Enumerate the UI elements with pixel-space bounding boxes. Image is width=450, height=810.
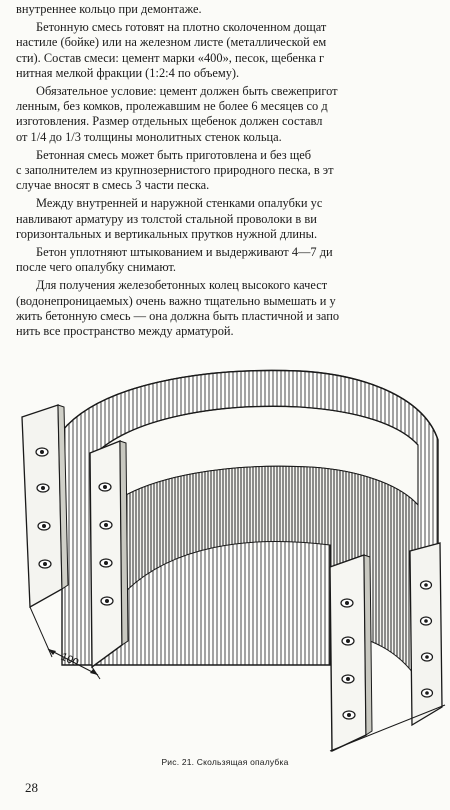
right-front-plank bbox=[329, 554, 373, 753]
paragraph-5: Между внутренней и наружной стенками опа… bbox=[16, 196, 450, 242]
text-line: случае вносят в смесь 3 части песка. bbox=[16, 178, 210, 193]
dimension-marker bbox=[29, 606, 101, 680]
formwork-illustration: 100 bbox=[0, 345, 450, 775]
text-line: настиле (бойке) или на железном листе (м… bbox=[16, 35, 327, 50]
text-line: нить все пространство между арматурой. bbox=[16, 324, 234, 339]
paragraph-2: Бетонную смесь готовят на плотно сколоче… bbox=[16, 20, 450, 81]
text-line: Бетонная смесь может быть приготовлена и… bbox=[36, 147, 312, 162]
text-line: сти). Состав смеси: цемент марки «400», … bbox=[16, 50, 325, 65]
text-line: от 1/4 до 1/3 толщины монолитных стенок … bbox=[16, 129, 282, 144]
paragraph-7: Для получения железобетонных колец высок… bbox=[16, 278, 450, 339]
text-line: Обязательное условие: цемент должен быть… bbox=[36, 84, 338, 99]
text-line: Между внутренней и наружной стенками опа… bbox=[36, 196, 323, 211]
text-line: внутреннее кольцо при демонтаже. bbox=[16, 2, 202, 16]
left-front-plank bbox=[89, 439, 129, 669]
paragraph-3: Обязательное условие: цемент должен быть… bbox=[16, 84, 450, 145]
text-line: горизонтальных и вертикальных прутков ну… bbox=[16, 226, 318, 241]
text-line: (водонепроницаемых) очень важно тщательн… bbox=[16, 293, 336, 308]
paragraph-1: внутреннее кольцо при демонтаже. bbox=[16, 2, 450, 17]
rim-lines bbox=[61, 369, 439, 458]
page-number: 28 bbox=[25, 780, 38, 795]
text-line: изготовления. Размер отдельных щебенок д… bbox=[16, 114, 323, 129]
text-line: навливают арматуру из толстой стальной п… bbox=[16, 211, 317, 226]
text-line: ленным, без комков, пролежавшим не более… bbox=[16, 99, 328, 114]
text-line: после чего опалубку снимают. bbox=[16, 260, 176, 275]
text-line: Бетон уплотняют штыкованием и выдерживаю… bbox=[36, 245, 333, 260]
text-line: жить бетонную смесь — она должна быть пл… bbox=[16, 308, 340, 323]
body-text: внутреннее кольцо при демонтаже. Бетонну… bbox=[16, 2, 450, 342]
text-line: нитная мелкой фракции (1:2:4 по объему). bbox=[16, 65, 240, 80]
right-back-plank bbox=[409, 542, 443, 727]
paragraph-6: Бетон уплотняют штыкованием и выдерживаю… bbox=[16, 245, 450, 275]
text-line: Бетонную смесь готовят на плотно сколоче… bbox=[36, 20, 327, 35]
text-line: Для получения железобетонных колец высок… bbox=[36, 278, 328, 293]
left-back-plank bbox=[21, 404, 69, 609]
figure-caption: Рис. 21. Скользящая опалубка bbox=[161, 757, 289, 767]
text-line: с заполнителем из крупнозернистого приро… bbox=[16, 163, 334, 178]
ground-line bbox=[329, 704, 446, 752]
paragraph-4: Бетонная смесь может быть приготовлена и… bbox=[16, 148, 450, 194]
